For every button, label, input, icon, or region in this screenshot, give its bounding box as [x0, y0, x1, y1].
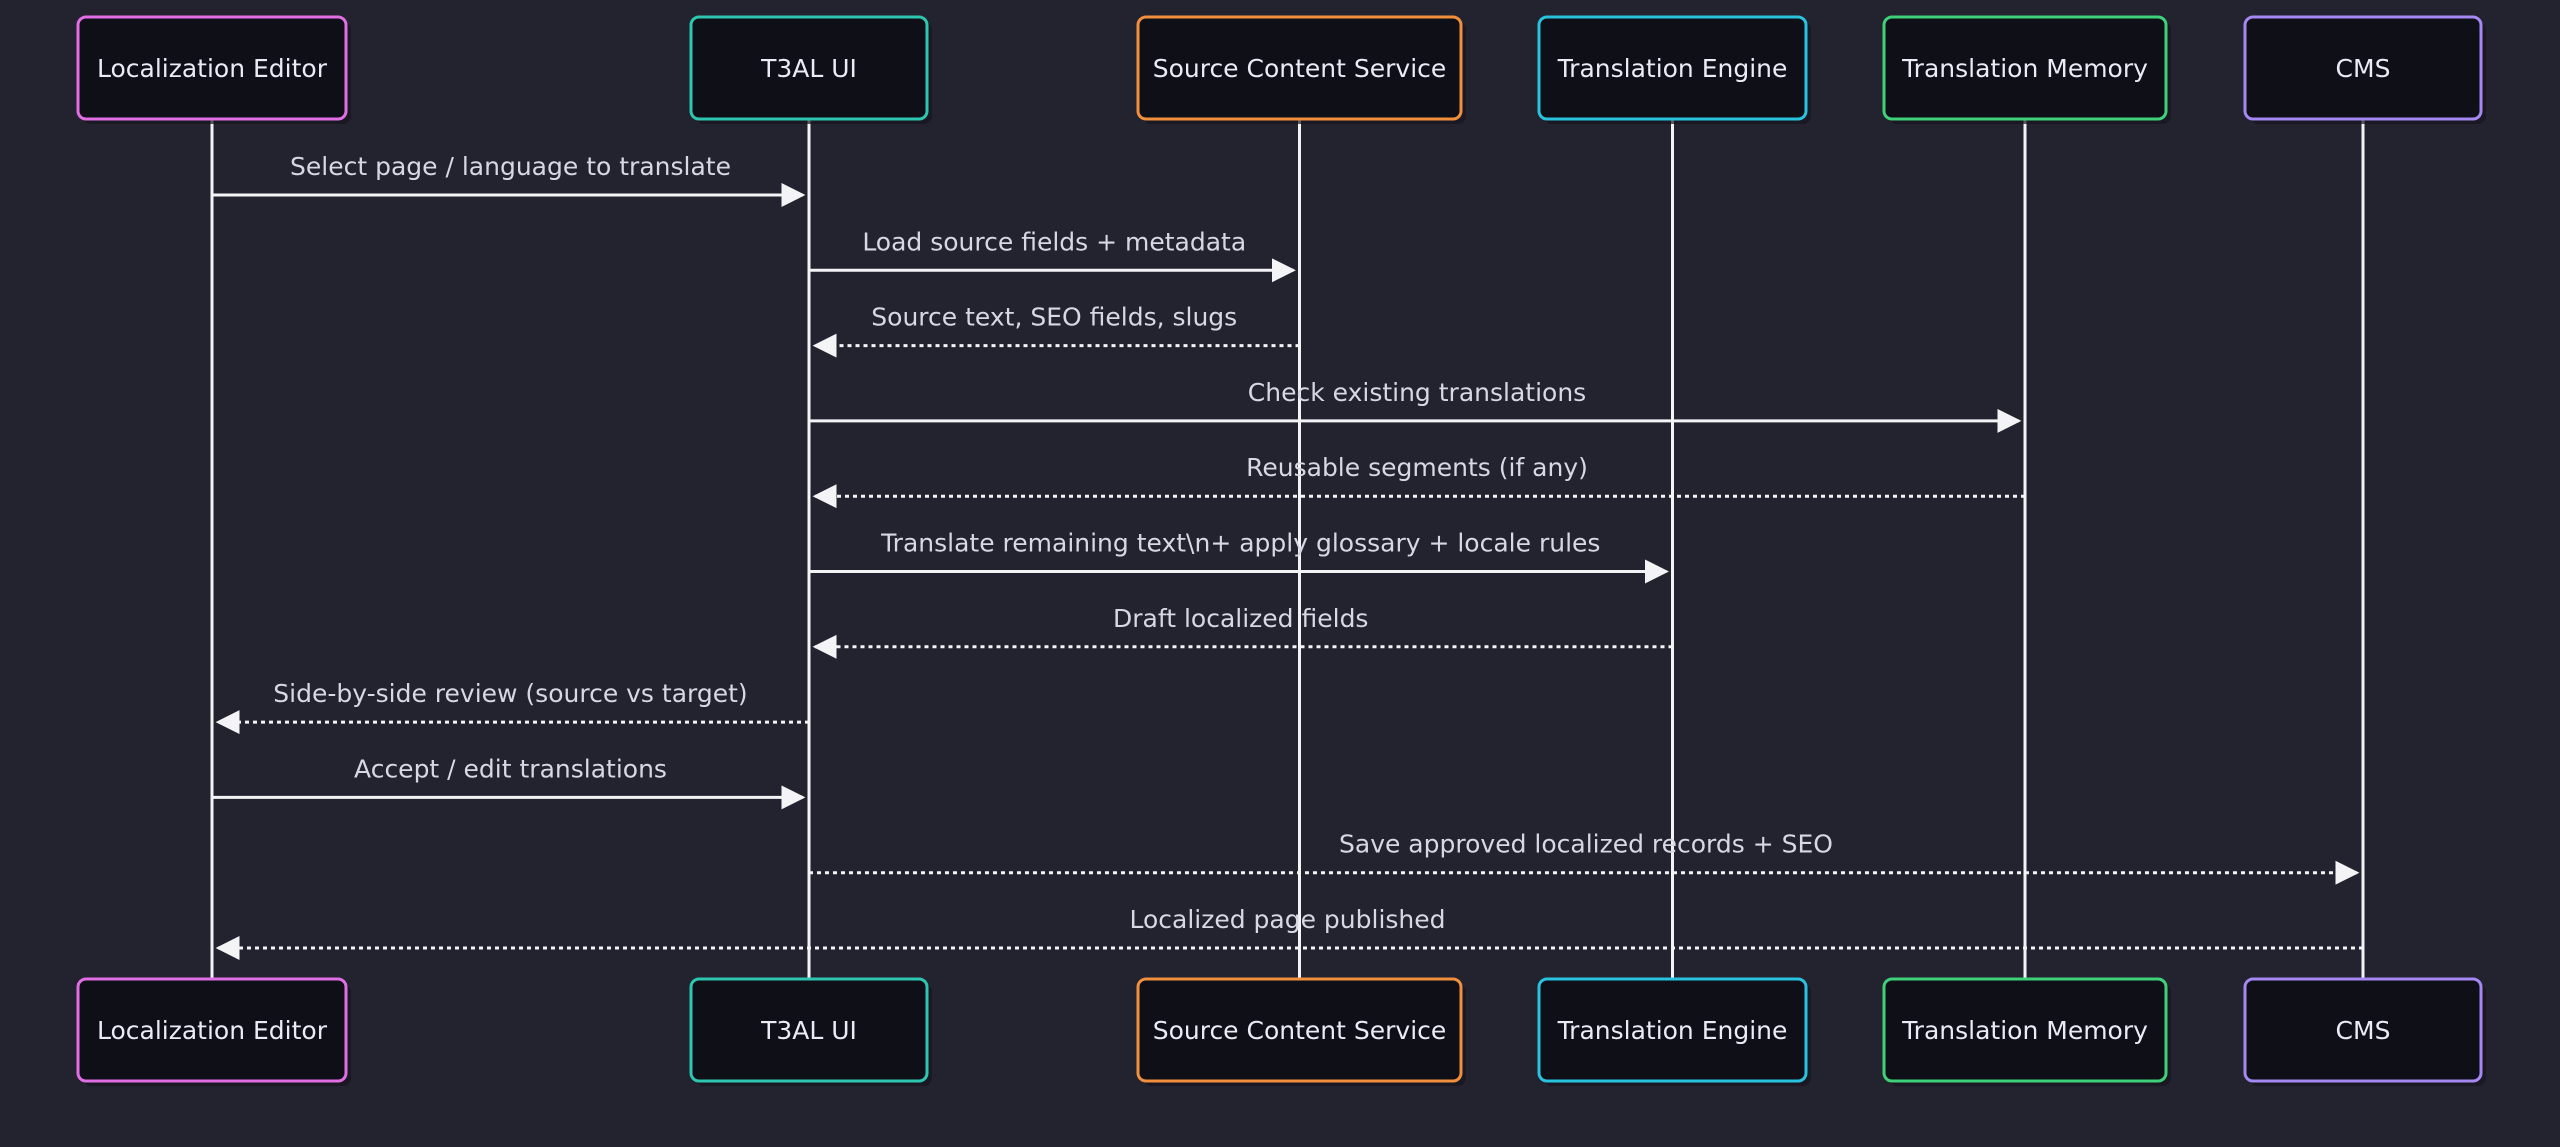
participant-source-top[interactable]: Source Content Service: [1136, 15, 1466, 124]
participant-engine-bottom[interactable]: Translation Engine: [1537, 977, 1811, 1086]
participant-box: [1882, 977, 2168, 1083]
message-label: Localized page published: [1129, 905, 1445, 934]
participant-engine-top[interactable]: Translation Engine: [1537, 15, 1811, 124]
message-10: Save approved localized records + SEO: [809, 830, 2360, 885]
participant-box: [1537, 977, 1808, 1083]
participant-label: Source Content Service: [1153, 1016, 1447, 1045]
participant-label: T3AL UI: [760, 54, 857, 83]
message-label: Select page / language to translate: [290, 152, 731, 181]
message-9: Accept / edit translations: [212, 754, 806, 810]
message-label: Translate remaining text\n+ apply glossa…: [880, 529, 1600, 558]
message-label: Side-by-side review (source vs target): [273, 679, 747, 708]
participant-box: [2243, 977, 2483, 1083]
message-6: Translate remaining text\n+ apply glossa…: [809, 529, 1669, 584]
participant-box: [1136, 977, 1463, 1083]
participant-label: Translation Engine: [1557, 54, 1788, 83]
message-2: Load source fields + metadata: [809, 227, 1296, 283]
message-label: Accept / edit translations: [354, 754, 667, 783]
participant-box: [1882, 15, 2168, 121]
message-label: Check existing translations: [1248, 378, 1586, 407]
participant-editor-top[interactable]: Localization Editor: [76, 15, 351, 124]
participant-box: [2243, 15, 2483, 121]
message-8: Side-by-side review (source vs target): [215, 679, 809, 735]
message-label: Draft localized fields: [1113, 604, 1368, 633]
participant-box: [1537, 15, 1808, 121]
participants-top: Localization Editor T3AL UI Source Content…: [76, 15, 2486, 124]
participant-cms-top[interactable]: CMS: [2243, 15, 2486, 124]
participant-box: [76, 977, 348, 1083]
participant-label: Translation Memory: [1901, 1016, 2148, 1045]
participant-source-bottom[interactable]: Source Content Service: [1136, 977, 1466, 1086]
participant-label: CMS: [2336, 1016, 2391, 1045]
participant-box: [76, 15, 348, 121]
participant-editor-bottom[interactable]: Localization Editor: [76, 977, 351, 1086]
messages: Select page / language to translateLoad …: [212, 152, 2363, 960]
message-1: Select page / language to translate: [212, 152, 806, 207]
message-4: Check existing translations: [809, 378, 2022, 433]
participant-box: [689, 15, 929, 121]
participant-label: Localization Editor: [97, 54, 328, 83]
participant-label: CMS: [2336, 54, 2391, 83]
participant-label: Translation Engine: [1557, 1016, 1788, 1045]
message-7: Draft localized fields: [812, 604, 1673, 659]
message-label: Save approved localized records + SEO: [1339, 830, 1833, 859]
participants-bottom: Localization Editor T3AL UI Source Content…: [76, 977, 2486, 1086]
participant-label: T3AL UI: [760, 1016, 857, 1045]
participant-label: Localization Editor: [97, 1016, 328, 1045]
message-label: Load source fields + metadata: [862, 227, 1246, 256]
participant-memory-top[interactable]: Translation Memory: [1882, 15, 2171, 124]
participant-label: Source Content Service: [1153, 54, 1447, 83]
participant-box: [1136, 15, 1463, 121]
message-11: Localized page published: [215, 905, 2363, 960]
participant-ui-top[interactable]: T3AL UI: [689, 15, 932, 124]
participant-box: [689, 977, 929, 1083]
participant-cms-bottom[interactable]: CMS: [2243, 977, 2486, 1086]
participant-ui-bottom[interactable]: T3AL UI: [689, 977, 932, 1086]
message-3: Source text, SEO fields, slugs: [812, 303, 1300, 358]
message-label: Source text, SEO fields, slugs: [871, 303, 1237, 332]
message-label: Reusable segments (if any): [1246, 453, 1588, 482]
lifelines: [210, 119, 2365, 979]
participant-memory-bottom[interactable]: Translation Memory: [1882, 977, 2171, 1086]
message-5: Reusable segments (if any): [812, 453, 2025, 509]
participant-label: Translation Memory: [1901, 54, 2148, 83]
